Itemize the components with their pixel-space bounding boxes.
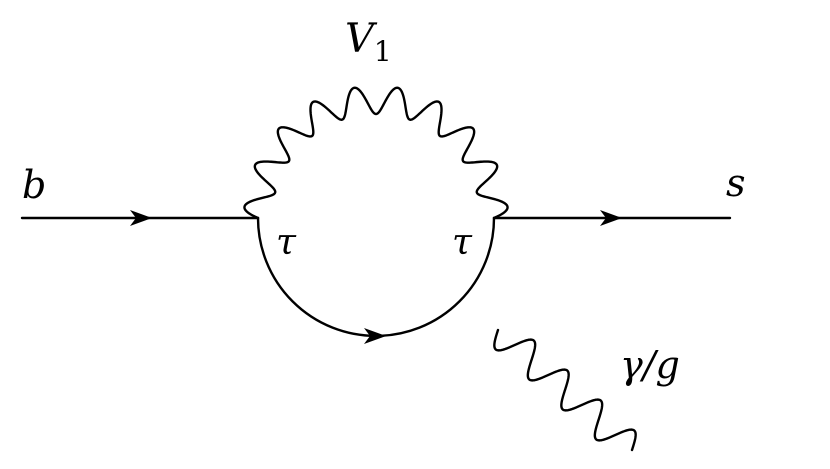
outgoing-quark-label: s bbox=[726, 161, 746, 205]
photon-gluon-wavy-line bbox=[493, 328, 637, 452]
incoming-quark-label: b bbox=[22, 163, 46, 207]
leptoquark-label-subscript: 1 bbox=[374, 35, 392, 68]
tau-label-left: τ bbox=[276, 222, 297, 263]
photon-gluon-label: γ/g bbox=[620, 343, 680, 387]
leptoquark-label-main: V bbox=[345, 16, 378, 62]
leptoquark-label: V1 bbox=[345, 16, 392, 68]
outgoing-quark-arrow bbox=[600, 210, 622, 226]
leptoquark-wavy-line bbox=[243, 86, 509, 220]
incoming-quark-arrow bbox=[130, 210, 152, 226]
tau-loop-arrow bbox=[364, 328, 386, 344]
tau-label-right: τ bbox=[452, 222, 473, 263]
